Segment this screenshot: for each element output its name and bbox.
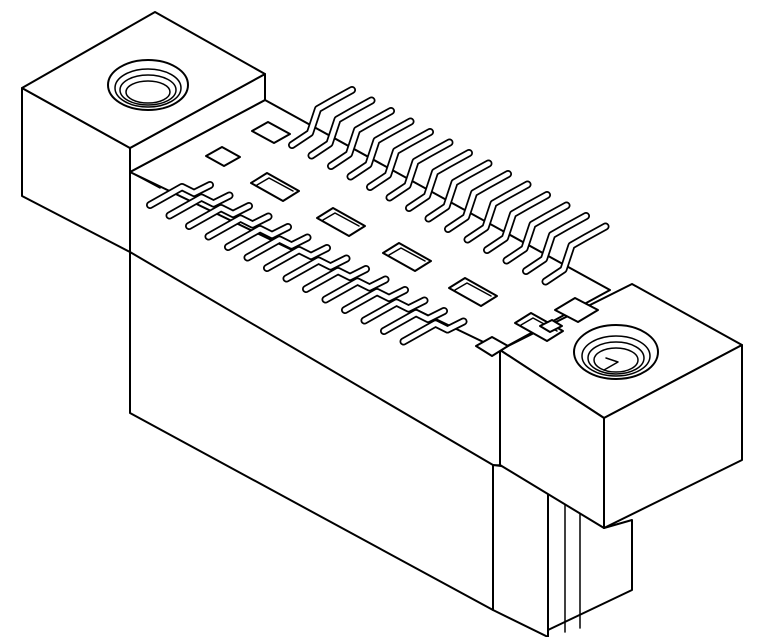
back-pin: [502, 201, 571, 265]
front-pin: [302, 265, 370, 293]
back-pin: [405, 149, 473, 212]
back-pin: [327, 107, 395, 170]
back-pin: [366, 128, 434, 191]
back-pin-row: [288, 86, 610, 286]
back-pin: [444, 170, 512, 233]
front-pin-row: [146, 181, 468, 346]
front-pin: [224, 223, 292, 251]
end-block-lower: [492, 464, 549, 637]
front-pin: [243, 233, 312, 262]
pocket: [448, 277, 498, 307]
latch-notch: [539, 319, 563, 333]
back-pin: [463, 180, 532, 244]
deck-pockets: [250, 172, 564, 342]
front-pin: [360, 296, 429, 325]
front-pin: [341, 286, 409, 314]
front-pin: [204, 212, 273, 241]
right-block-side: [603, 344, 743, 529]
front-pin: [165, 191, 234, 220]
pocket: [250, 172, 300, 202]
end-slot-left: [251, 121, 291, 144]
front-pin: [263, 244, 331, 272]
left-mounting-hole: [107, 59, 189, 111]
end-slot-right: [554, 297, 599, 323]
front-pin: [146, 181, 214, 209]
back-pin: [346, 117, 415, 181]
front-pin: [185, 202, 253, 230]
pocket: [316, 207, 366, 237]
right-mounting-hole: [573, 324, 659, 380]
back-pin: [522, 212, 590, 275]
back-pin: [483, 191, 551, 254]
end-slot-left-2: [205, 146, 241, 167]
end-slot-right-2: [475, 336, 509, 357]
back-pin: [541, 222, 610, 286]
front-pin: [321, 275, 390, 304]
pocket: [382, 242, 432, 272]
front-pin: [399, 317, 468, 346]
back-pin: [385, 138, 454, 202]
front-pin: [282, 254, 351, 283]
back-pin: [307, 96, 376, 160]
back-pin: [424, 159, 493, 223]
front-pin: [380, 307, 448, 335]
back-pin: [288, 86, 356, 149]
